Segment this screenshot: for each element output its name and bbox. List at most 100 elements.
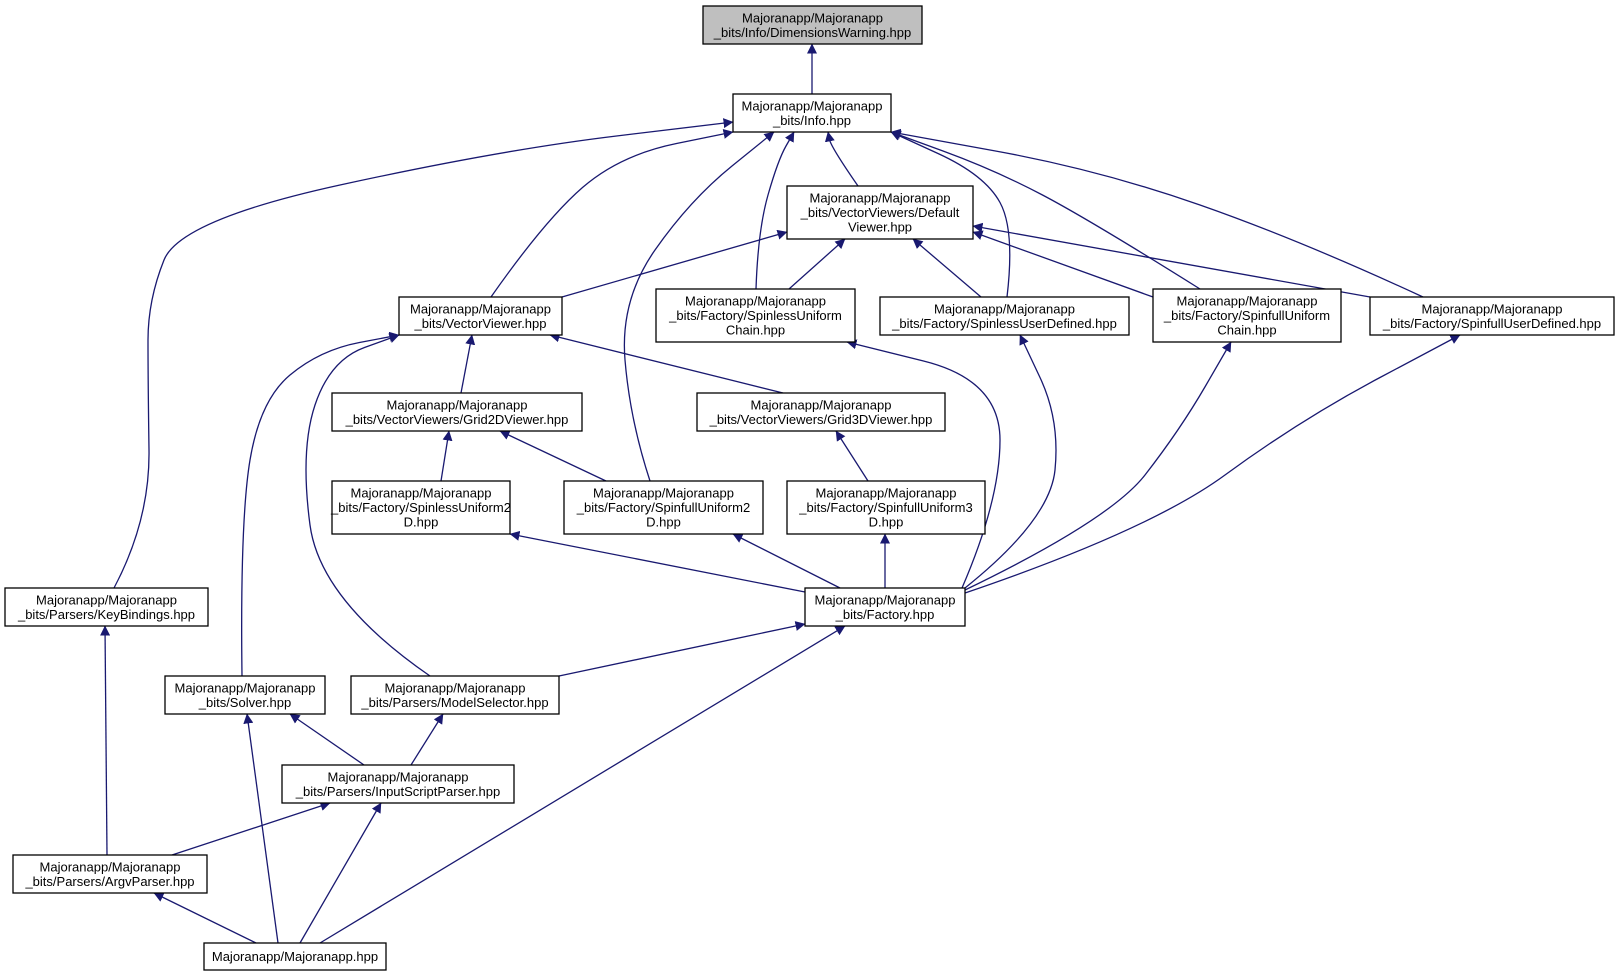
node-box [331, 392, 583, 432]
node-spinless-user-defined[interactable]: Majoranapp/Majoranapp_bits/Factory/Spinl… [879, 296, 1130, 336]
node-label-line: D.hpp [869, 515, 904, 530]
node-label-line: _bits/Parsers/InputScriptParser.hpp [295, 784, 501, 799]
edge-key-bindings-to-info [113, 118, 734, 589]
node-label-line: _bits/VectorViewers/Grid2DViewer.hpp [345, 412, 569, 427]
node-spinfull-uniform-3d[interactable]: Majoranapp/Majoranapp_bits/Factory/Spinf… [786, 480, 986, 535]
node-spinfull-user-defined[interactable]: Majoranapp/Majoranapp_bits/Factory/Spinf… [1369, 296, 1615, 336]
edge-default-viewer-to-info [824, 131, 859, 187]
node-model-selector[interactable]: Majoranapp/Majoranapp_bits/Parsers/Model… [350, 675, 560, 715]
node-box [655, 288, 856, 343]
node-label-line: Majoranapp/Majoranapp [1177, 294, 1318, 309]
node-info[interactable]: Majoranapp/Majoranapp_bits/Info.hpp [732, 93, 892, 133]
node-label-line: Majoranapp/Majoranapp [742, 98, 883, 113]
node-label-line: Majoranapp/Majoranapp [410, 301, 551, 316]
node-box [164, 675, 326, 715]
node-grid2d-viewer[interactable]: Majoranapp/Majoranapp_bits/VectorViewers… [331, 392, 583, 432]
node-grid3d-viewer[interactable]: Majoranapp/Majoranapp_bits/VectorViewers… [696, 392, 946, 432]
node-vector-viewer[interactable]: Majoranapp/Majoranapp_bits/VectorViewer.… [398, 296, 563, 336]
node-box [702, 5, 923, 45]
edge-spinless-uniform-chain-to-default-viewer [788, 238, 846, 290]
node-label-line: _bits/Factory/SpinfullUniform2 [576, 500, 750, 515]
edge-input-script-parser-to-model-selector [410, 713, 444, 766]
edge-spinless-user-defined-to-default-viewer [912, 238, 982, 298]
edge-factory-to-spinfull-uniform-chain [964, 341, 1232, 591]
edge-factory-to-spinless-uniform-chain [846, 339, 1001, 589]
node-label-line: _bits/Parsers/ModelSelector.hpp [360, 695, 548, 710]
node-solver[interactable]: Majoranapp/Majoranapp_bits/Solver.hpp [164, 675, 326, 715]
edge-spinfull-uniform-chain-to-info [890, 130, 1201, 290]
node-input-script-parser[interactable]: Majoranapp/Majoranapp_bits/Parsers/Input… [281, 764, 515, 804]
edge-majoranapp-to-factory [319, 625, 846, 944]
node-label-line: Chain.hpp [1217, 323, 1276, 338]
node-label-line: Majoranapp/Majoranapp [385, 680, 526, 695]
node-label-line: Majoranapp/Majoranapp [742, 10, 883, 25]
node-label-line: _bits/Parsers/ArgvParser.hpp [24, 874, 194, 889]
node-label-line: _bits/Factory/SpinfullUserDefined.hpp [1382, 316, 1601, 331]
edge-factory-to-spinfull-uniform-2d [732, 533, 841, 589]
node-box [281, 764, 515, 804]
node-label-line: _bits/Info.hpp [772, 113, 851, 128]
node-box [350, 675, 560, 715]
node-label-line: Viewer.hpp [848, 220, 912, 235]
edge-model-selector-to-vector-viewer [305, 333, 431, 677]
node-dimensions-warning[interactable]: Majoranapp/Majoranapp_bits/Info/Dimensio… [702, 5, 923, 45]
edge-argv-parser-to-input-script-parser [171, 801, 331, 856]
node-label-line: Majoranapp/Majoranapp [40, 859, 181, 874]
node-spinfull-uniform-2d[interactable]: Majoranapp/Majoranapp_bits/Factory/Spinf… [563, 480, 764, 535]
edge-majoranapp-to-argv-parser [153, 892, 257, 944]
node-label-line: Majoranapp/Majoranapp [593, 486, 734, 501]
node-box [804, 587, 966, 627]
edge-grid3d-viewer-to-vector-viewer [549, 332, 784, 394]
node-label-line: D.hpp [646, 515, 681, 530]
node-argv-parser[interactable]: Majoranapp/Majoranapp_bits/Parsers/ArgvP… [12, 854, 208, 894]
edge-vector-viewer-to-default-viewer [561, 229, 788, 298]
node-spinless-uniform-2d[interactable]: Majoranapp/Majoranapp_bits/Factory/Spinl… [330, 480, 511, 535]
node-label-line: Chain.hpp [726, 323, 785, 338]
node-label-line: Majoranapp/Majoranapp [387, 397, 528, 412]
edge-factory-to-spinfull-user-defined [964, 334, 1461, 594]
edge-spinless-uniform-chain-to-info [755, 131, 795, 290]
node-majoranapp[interactable]: Majoranapp/Majoranapp.hpp [203, 942, 387, 971]
edge-input-script-parser-to-solver [289, 713, 365, 766]
node-label-line: Majoranapp/Majoranapp [810, 191, 951, 206]
node-label-line: _bits/VectorViewers/Grid3DViewer.hpp [709, 412, 933, 427]
node-box [1152, 288, 1342, 343]
node-label-line: _bits/Factory/SpinlessUniform2 [330, 500, 511, 515]
node-box [879, 296, 1130, 336]
edge-argv-parser-to-key-bindings [100, 625, 111, 856]
node-label-line: _bits/Factory/SpinlessUserDefined.hpp [891, 316, 1117, 331]
node-label-line: _bits/VectorViewer.hpp [413, 316, 546, 331]
node-box [4, 587, 209, 627]
node-label-line: D.hpp [404, 515, 439, 530]
node-label-line: Majoranapp/Majoranapp [751, 397, 892, 412]
node-spinfull-uniform-chain[interactable]: Majoranapp/Majoranapp_bits/Factory/Spinf… [1152, 288, 1342, 343]
edge-spinfull-user-defined-to-info [890, 128, 1424, 298]
edge-majoranapp-to-solver [243, 713, 279, 944]
node-label-line: Majoranapp/Majoranapp.hpp [212, 949, 378, 964]
edge-spinfull-uniform-chain-to-default-viewer [972, 230, 1154, 298]
node-box [563, 480, 764, 535]
edge-majoranapp-to-input-script-parser [299, 802, 382, 944]
edge-factory-to-spinless-uniform-2d [509, 530, 806, 593]
node-label-line: _bits/Parsers/KeyBindings.hpp [17, 607, 195, 622]
edge-solver-to-vector-viewer [241, 331, 400, 677]
edge-spinfull-user-defined-to-default-viewer [972, 222, 1371, 298]
node-label-line: _bits/Factory/SpinfullUniform [1163, 308, 1330, 323]
node-key-bindings[interactable]: Majoranapp/Majoranapp_bits/Parsers/KeyBi… [4, 587, 209, 627]
node-label-line: Majoranapp/Majoranapp [815, 592, 956, 607]
edge-grid2d-viewer-to-vector-viewer [460, 334, 476, 394]
node-box [696, 392, 946, 432]
node-factory[interactable]: Majoranapp/Majoranapp_bits/Factory.hpp [804, 587, 966, 627]
edge-factory-to-spinless-user-defined [964, 334, 1057, 589]
node-label-line: Majoranapp/Majoranapp [1422, 301, 1563, 316]
node-label-line: _bits/VectorViewers/Default [800, 205, 960, 220]
node-spinless-uniform-chain[interactable]: Majoranapp/Majoranapp_bits/Factory/Spinl… [655, 288, 856, 343]
edge-vector-viewer-to-info [490, 128, 734, 298]
node-box [786, 185, 974, 240]
edge-spinfull-uniform-3d-to-grid3d-viewer [835, 430, 869, 482]
node-label-line: Majoranapp/Majoranapp [351, 486, 492, 501]
node-label-line: _bits/Info/DimensionsWarning.hpp [713, 25, 912, 40]
node-default-viewer[interactable]: Majoranapp/Majoranapp_bits/VectorViewers… [786, 185, 974, 240]
node-label-line: Majoranapp/Majoranapp [328, 769, 469, 784]
